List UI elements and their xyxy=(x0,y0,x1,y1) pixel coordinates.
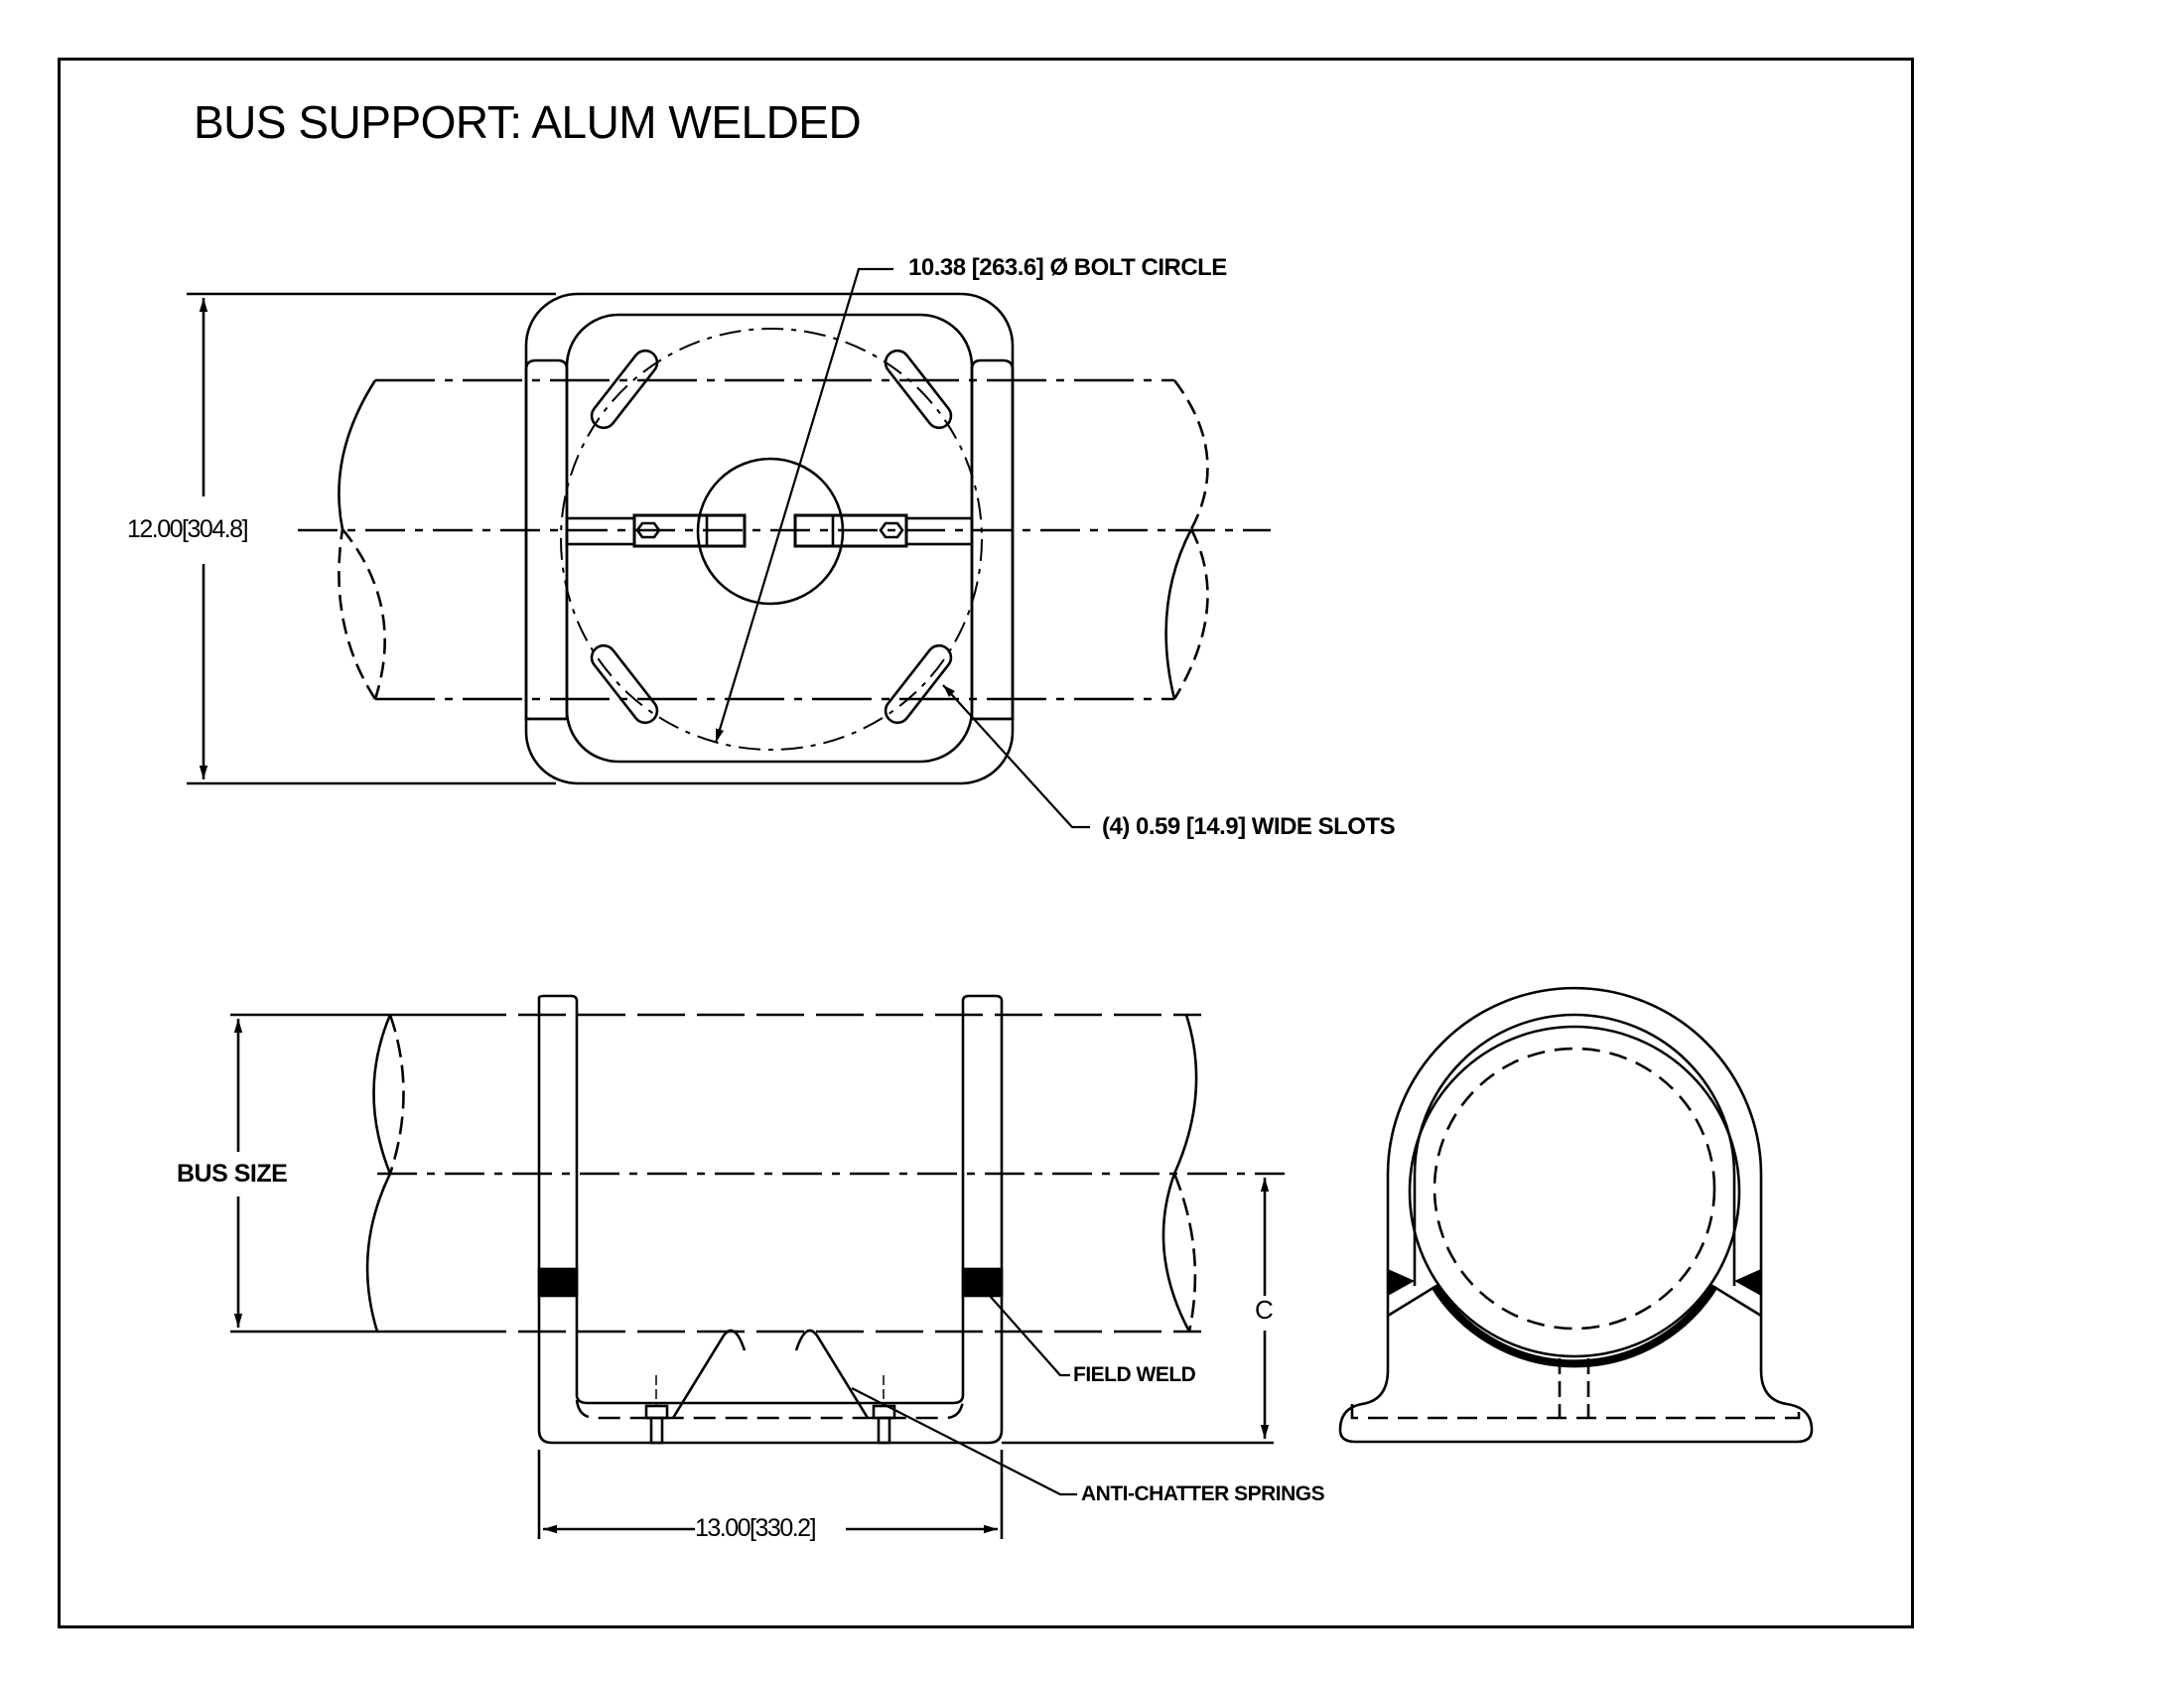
drawing-title: BUS SUPPORT: ALUM WELDED xyxy=(194,96,862,148)
c-dimension-label: C xyxy=(1255,1295,1274,1325)
base-plate-outer xyxy=(524,292,1015,785)
bolt-circle-leader xyxy=(714,267,893,744)
springs-note: ANTI-CHATTER SPRINGS xyxy=(1081,1482,1325,1505)
bolt-circle xyxy=(560,328,983,751)
bus-inner-dashed xyxy=(1433,1047,1716,1331)
side-outer-profile xyxy=(1338,986,1814,1444)
slot xyxy=(884,349,953,430)
field-weld-note: FIELD WELD xyxy=(1073,1363,1196,1386)
u-bracket-outer xyxy=(537,994,1004,1445)
anti-chatter-spring-left xyxy=(671,1329,747,1419)
field-weld-right xyxy=(961,1267,1004,1298)
hex-nut-icon xyxy=(635,521,661,539)
hex-nut-icon xyxy=(879,521,904,539)
springs-leader xyxy=(851,1387,1077,1496)
bus-circle xyxy=(1408,1025,1741,1358)
field-weld-leader xyxy=(989,1295,1070,1377)
top-view xyxy=(187,267,1271,829)
side-tab-right xyxy=(970,358,1015,721)
saddle-weld xyxy=(1431,1283,1718,1368)
slots-note: (4) 0.59 [14.9] WIDE SLOTS xyxy=(1102,813,1396,840)
clamp-assembly xyxy=(565,513,974,548)
bolt-circle-note: 10.38 [263.6] Ø BOLT CIRCLE xyxy=(908,254,1227,281)
strap-arch xyxy=(1413,1013,1736,1286)
mounting-slots xyxy=(590,349,953,725)
fillet-weld-right xyxy=(1734,1269,1761,1296)
front-view xyxy=(230,994,1285,1539)
side-tab-left xyxy=(524,358,569,721)
slots-leader xyxy=(942,684,1090,829)
overall-dimension-label: 12.00[304.8] xyxy=(127,515,249,543)
spring-bolt-right xyxy=(872,1375,896,1445)
side-view xyxy=(1338,986,1814,1444)
bus-size-label: BUS SIZE xyxy=(177,1160,288,1188)
slot xyxy=(590,643,659,725)
spring-bolt-left xyxy=(644,1375,669,1445)
anti-chatter-spring-right xyxy=(794,1329,870,1419)
top-bus-phantom xyxy=(375,378,1174,701)
drawing-border xyxy=(58,58,1914,1628)
slot xyxy=(884,643,953,725)
hub-circle xyxy=(696,457,845,606)
slot xyxy=(590,349,659,430)
u-bracket-dashed xyxy=(575,1399,965,1420)
top-bus-break-left xyxy=(338,379,386,700)
top-bus-break-right xyxy=(1164,379,1209,700)
width-dimension-label: 13.00[330.2] xyxy=(695,1514,817,1542)
field-weld-left xyxy=(537,1267,579,1298)
fillet-weld-left xyxy=(1388,1269,1415,1296)
